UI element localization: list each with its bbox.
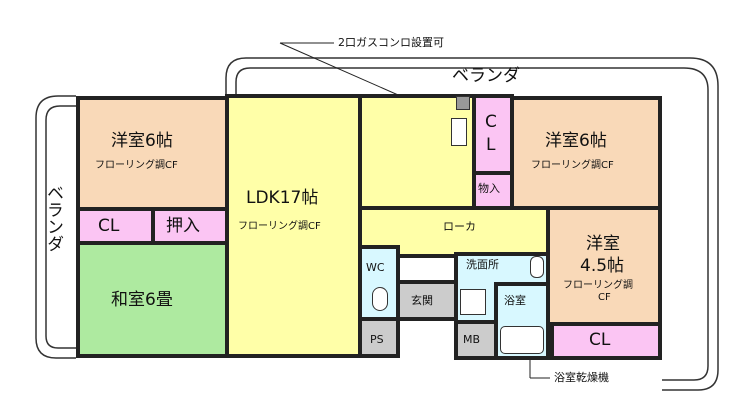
gas-stove-note: 2口ガスコンロ設置可 [338,36,444,49]
washitsu-label: 和室6畳 [111,290,173,310]
ldk-floor-label: フローリング調CF [238,221,321,232]
roka-label: ローカ [443,220,476,233]
bathtub [500,326,544,354]
wc-label: WC [366,261,385,274]
room-e-label: 洋室 [586,234,620,254]
mb [454,320,498,360]
cl-top-c-label: C [485,112,497,132]
kitchen [358,94,476,210]
ldk-label: LDK17帖 [246,188,319,208]
cl-top-l-label: L [486,135,496,155]
balcony-top-outline [225,57,719,391]
monoire-label: 物入 [478,182,500,195]
balcony-top-inner-outline [235,67,709,381]
room-nw-label: 洋室6帖 [111,131,173,151]
ps [358,317,400,358]
genkan-label: 玄関 [411,294,433,307]
room-e-floor-cf-label: CF [598,292,611,303]
kitchen-column [456,96,470,110]
room-ne [510,96,662,210]
room-nw-floor-label: フローリング調CF [95,160,178,171]
room-e-size-label: 4.5帖 [580,256,625,276]
ps-label: PS [370,333,384,346]
room-ne-floor-label: フローリング調CF [531,160,614,171]
cl-left-label: CL [98,216,120,236]
cl-right-label: CL [589,330,611,350]
washer-pan [460,289,486,315]
closet-right [550,322,662,360]
bath-dryer-note: 浴室乾燥機 [554,371,609,384]
balcony-left-label: ベランダ [43,184,63,252]
gas-stove [451,118,467,146]
room-e-floor-label: フローリング調 [563,280,633,291]
balcony-left-inner-outline [45,105,76,349]
balcony-left-outline [35,95,76,359]
room-ne-label: 洋室6帖 [545,131,607,151]
balcony-top-label: ベランダ [452,66,520,86]
senmenjo-label: 洗面所 [466,258,499,271]
room-nw [76,96,229,211]
washbasin [530,256,544,278]
toilet-bowl [372,287,388,311]
yokushitsu-label: 浴室 [504,294,526,307]
oshiire-label: 押入 [166,216,200,236]
mb-label: MB [463,333,481,346]
